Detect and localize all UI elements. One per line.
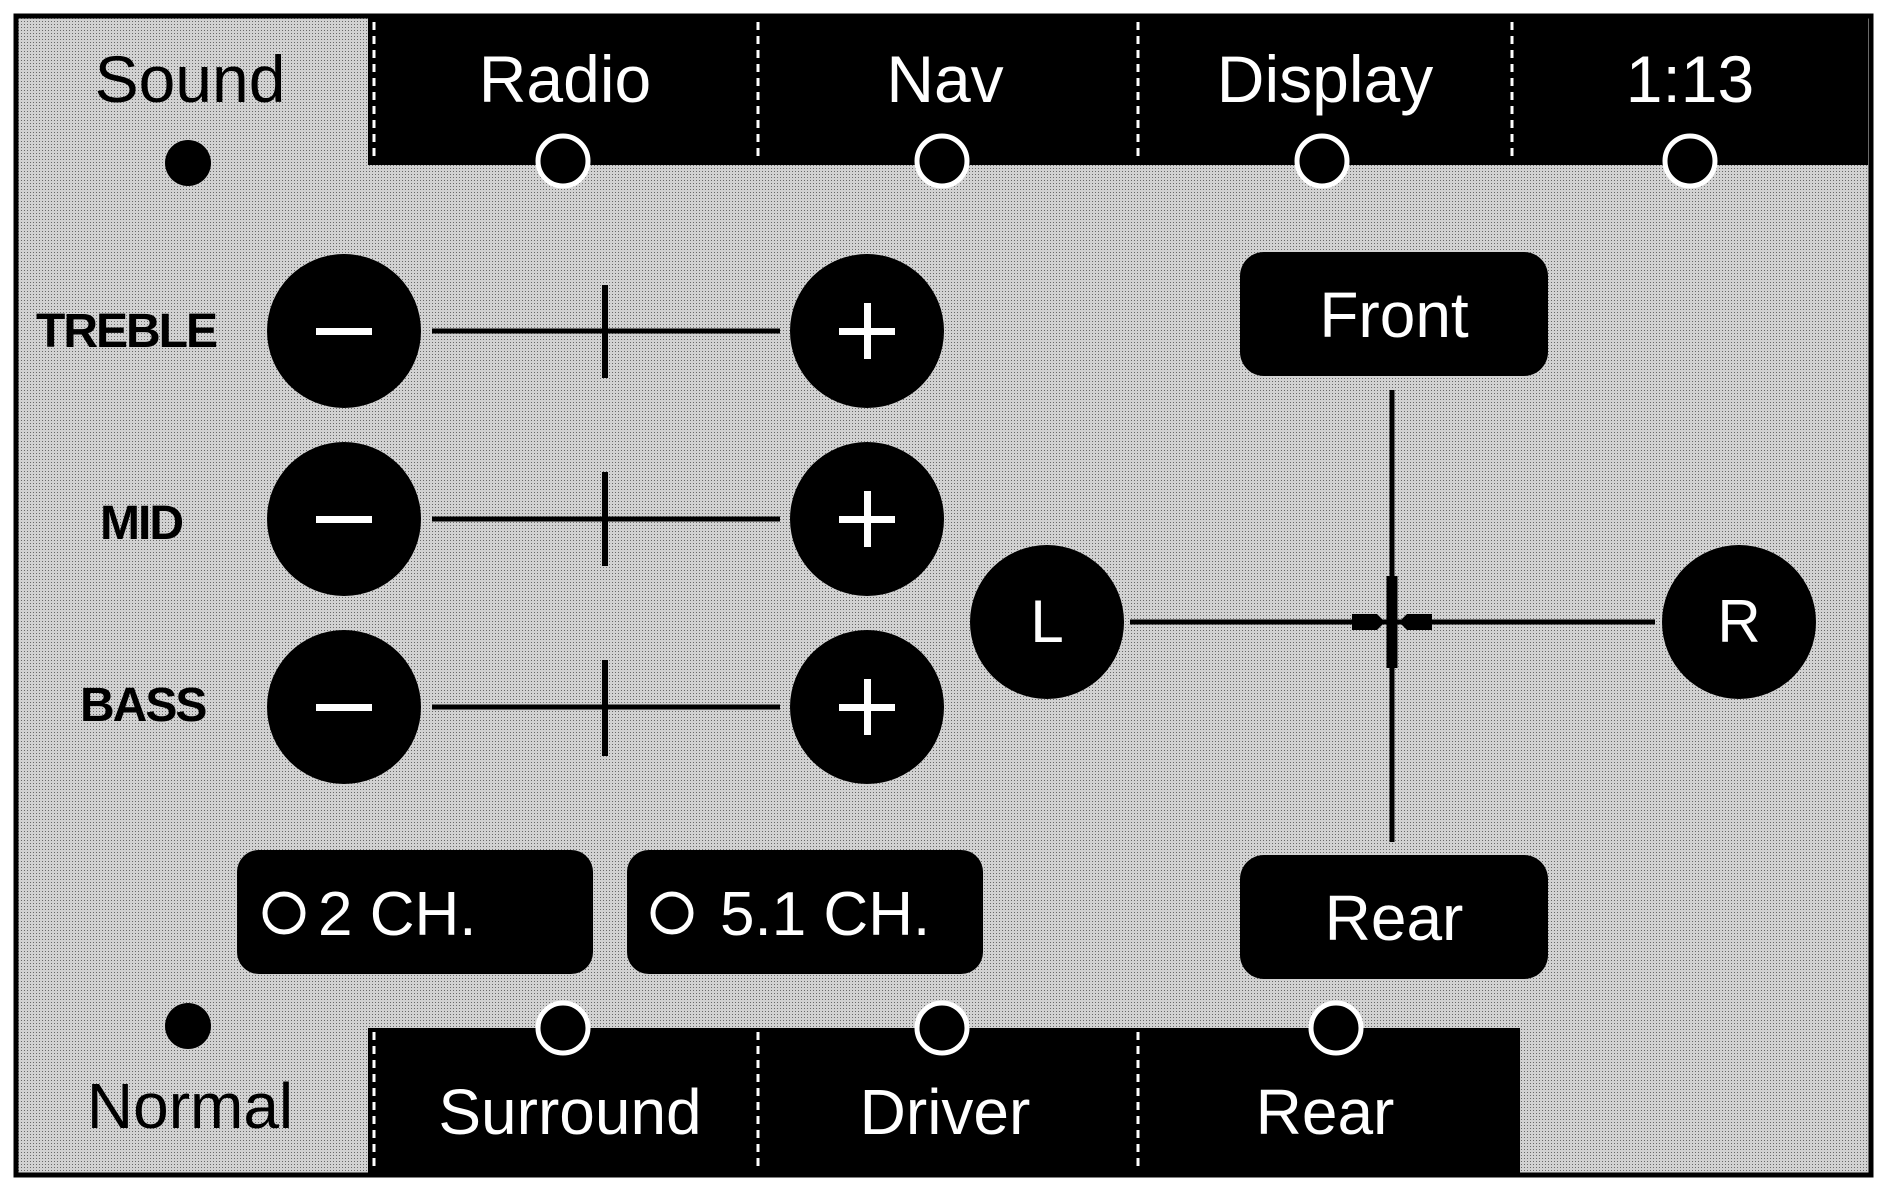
tab-indicator-display — [1294, 133, 1350, 189]
treble-label: TREBLE — [36, 305, 218, 358]
tab-surround[interactable]: Surround — [438, 1076, 702, 1148]
balance-left-arrow — [1352, 614, 1385, 630]
2ch-radio-icon[interactable] — [262, 891, 306, 935]
treble-minus-button[interactable] — [267, 254, 421, 408]
balance-right-arrow — [1399, 614, 1432, 630]
tab-display[interactable]: Display — [1216, 42, 1434, 116]
fade-rear-button[interactable] — [1240, 855, 1548, 979]
tab-indicator-sound — [165, 140, 211, 186]
5-1ch-button[interactable] — [627, 850, 983, 974]
tab-indicator-normal — [165, 1003, 211, 1049]
tab-indicator-rear — [1308, 1000, 1364, 1056]
tab-sound[interactable]: Sound — [94, 42, 286, 116]
tab-indicator-radio — [535, 133, 591, 189]
fade-front-label: Front — [1319, 279, 1469, 351]
mid-plus-button[interactable] — [790, 442, 944, 596]
5-1ch-label: 5.1 CH. — [720, 880, 931, 949]
tab-rear[interactable]: Rear — [1255, 1076, 1395, 1148]
tab-indicator-driver — [914, 1000, 970, 1056]
tab-indicator-clock — [1662, 133, 1718, 189]
2ch-button[interactable] — [237, 850, 593, 974]
balance-left-button[interactable] — [970, 545, 1124, 699]
tab-driver[interactable]: Driver — [859, 1076, 1031, 1148]
2ch-label: 2 CH. — [318, 880, 477, 949]
treble-plus-button[interactable] — [790, 254, 944, 408]
screen-background — [13, 13, 1874, 1178]
minus-icon — [316, 516, 372, 523]
5-1ch-radio-icon[interactable] — [650, 891, 694, 935]
fade-front-button[interactable] — [1240, 252, 1548, 376]
top-tab-bar — [368, 18, 1868, 165]
tab-radio[interactable]: Radio — [478, 42, 652, 116]
treble-slider[interactable] — [432, 285, 780, 378]
bass-minus-button[interactable] — [267, 630, 421, 784]
tab-normal[interactable]: Normal — [86, 1070, 294, 1142]
minus-icon — [316, 328, 372, 335]
bass-plus-button[interactable] — [790, 630, 944, 784]
tab-indicator-nav — [914, 133, 970, 189]
fade-rear-label: Rear — [1324, 882, 1464, 954]
bass-slider[interactable] — [432, 660, 780, 756]
tab-indicator-surround — [535, 1000, 591, 1056]
mid-label: MID — [100, 497, 184, 550]
mid-slider[interactable] — [432, 472, 780, 566]
mid-minus-button[interactable] — [267, 442, 421, 596]
clock-display: 1:13 — [1625, 42, 1755, 116]
balance-right-button[interactable] — [1662, 545, 1816, 699]
balance-right-label: R — [1717, 588, 1761, 655]
bass-label: BASS — [80, 679, 207, 732]
tab-nav[interactable]: Nav — [886, 42, 1004, 116]
minus-icon — [316, 704, 372, 711]
balance-left-label: L — [1030, 588, 1064, 655]
